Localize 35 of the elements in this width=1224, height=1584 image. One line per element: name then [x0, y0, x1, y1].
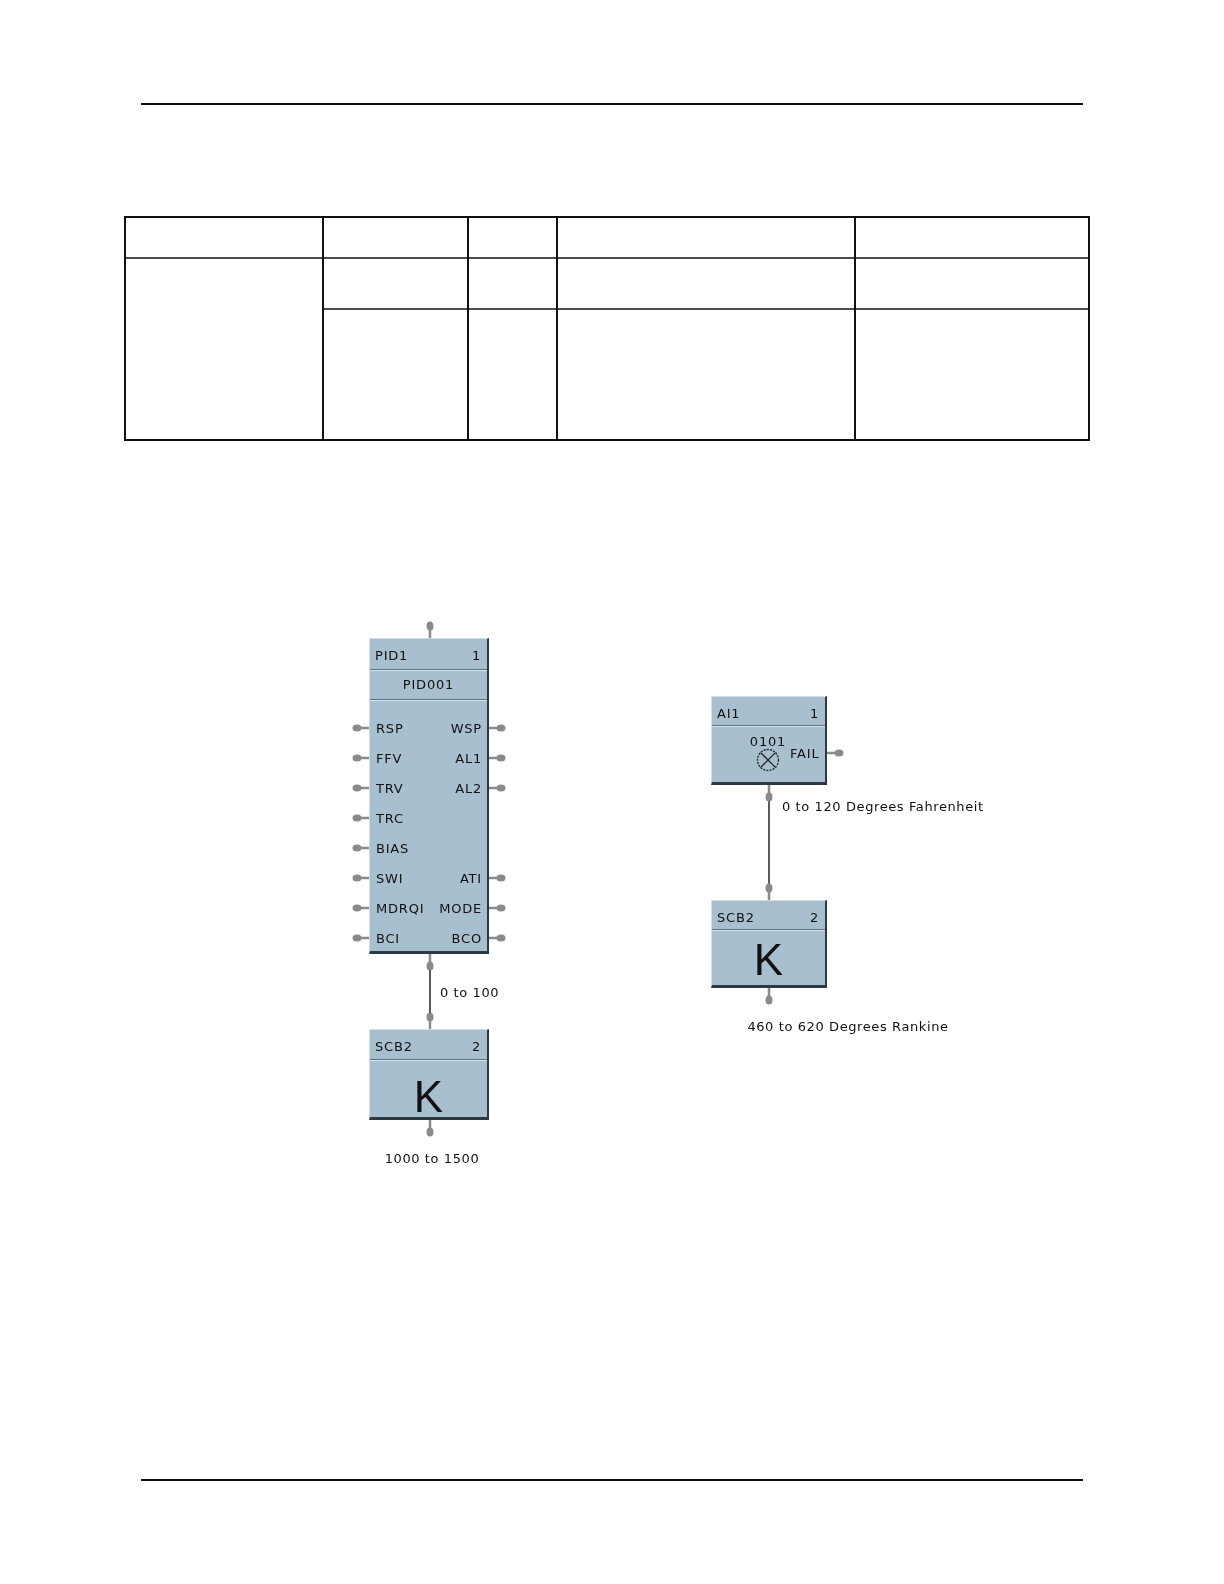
range-label: 460 to 620 Degrees Rankine	[747, 1019, 949, 1034]
io-address: 0101	[749, 734, 787, 749]
block-name: PID1	[375, 648, 409, 663]
pin-label: FFV	[376, 751, 403, 766]
pin-label: WSP	[450, 721, 482, 736]
pin-label: BIAS	[376, 841, 410, 856]
pin-label: AL2	[455, 781, 482, 796]
block-name: SCB2	[375, 1039, 413, 1054]
block-number: 2	[471, 1039, 481, 1054]
block-number: 1	[809, 706, 819, 721]
block-symbol: K	[753, 936, 784, 984]
block-tag: PID001	[402, 677, 455, 692]
pin-label: MDRQI	[376, 901, 425, 916]
pin-label: BCO	[451, 931, 482, 946]
pin-label: TRC	[376, 811, 404, 826]
pin-label: BCI	[376, 931, 400, 946]
function-block	[711, 696, 827, 785]
edge-label: 0 to 120 Degrees Fahrenheit	[782, 799, 984, 814]
pin-label: MODE	[439, 901, 482, 916]
function-block	[369, 638, 489, 954]
block-name: SCB2	[717, 910, 755, 925]
block-number: 1	[471, 648, 481, 663]
function-block	[711, 900, 827, 988]
pin-label: FAIL	[790, 746, 820, 761]
block-name: AI1	[717, 706, 741, 721]
block-number: 2	[809, 910, 819, 925]
range-label: 1000 to 1500	[384, 1151, 480, 1166]
pin-label: SWI	[376, 871, 404, 886]
pin-label: ATI	[459, 871, 482, 886]
block-symbol: K	[413, 1073, 444, 1121]
pin-label: TRV	[376, 781, 404, 796]
function-block	[369, 1029, 489, 1120]
pin-label: RSP	[376, 721, 404, 736]
pin-label: AL1	[455, 751, 482, 766]
edge-label: 0 to 100	[440, 985, 500, 1000]
